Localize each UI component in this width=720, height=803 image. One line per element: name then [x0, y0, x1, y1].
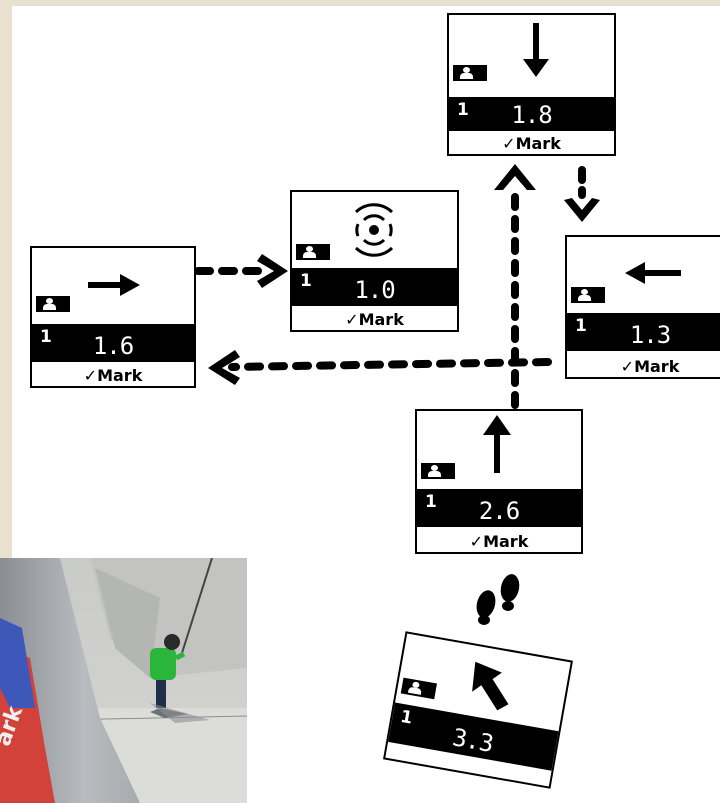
distance-value: 2.6: [478, 497, 520, 525]
distance-bar: 1 2.6: [417, 489, 581, 527]
arrowhead-right: [257, 254, 288, 288]
distance-bar: 1 1.6: [32, 324, 194, 362]
rescuer-photo: ark: [0, 558, 247, 803]
distance-bar: 1 1.8: [449, 97, 614, 131]
arrowhead-down: [564, 198, 600, 222]
mark-label: ✓Mark: [469, 532, 529, 551]
arrow-down-icon: [523, 23, 549, 77]
person-icon: [571, 287, 605, 303]
rescuer-scene-image: ark: [0, 558, 247, 803]
arrowhead-up: [494, 164, 536, 190]
arrow-left-icon: [625, 262, 681, 284]
transceiver-screen-4: 1 1.3 ✓Mark: [565, 235, 720, 379]
frame-top: [0, 0, 720, 6]
person-icon: [421, 463, 455, 479]
person-icon: [296, 244, 330, 260]
footprints-icon: [476, 574, 520, 625]
person-icon: [453, 65, 487, 81]
target-icon: [354, 203, 394, 257]
transceiver-screen-2: 1 1.0 ✓Mark: [290, 190, 459, 332]
arrow-up-left-icon: [472, 661, 509, 711]
distance-value: 1.3: [629, 321, 671, 349]
person-index: 1: [575, 316, 587, 336]
distance-bar: 1 1.3: [567, 313, 720, 351]
transceiver-screen-1: 1 1.8 ✓Mark: [447, 13, 616, 156]
person-icon: [36, 296, 70, 312]
transceiver-screen-5: 1 2.6 ✓Mark: [415, 409, 583, 554]
distance-value: 1.8: [511, 101, 552, 129]
transceiver-screen-3: 1 1.6 ✓Mark: [30, 246, 196, 388]
distance-value: 1.0: [354, 276, 395, 304]
mark-label: ✓Mark: [620, 357, 680, 376]
person-index: 1: [40, 327, 52, 347]
arrowhead-left: [208, 350, 240, 385]
distance-value: 1.6: [92, 332, 134, 360]
person-index: 1: [457, 100, 469, 120]
arrow-right-icon: [88, 274, 140, 296]
person-index: 1: [300, 271, 312, 291]
mark-label: ✓Mark: [345, 310, 404, 329]
transceiver-screen-6: 1 3.3: [383, 631, 573, 789]
mark-label: ✓Mark: [83, 366, 143, 385]
distance-bar: 1 1.0: [292, 268, 457, 306]
mark-label: ✓Mark: [502, 134, 561, 153]
path-left-dashed: [228, 358, 552, 371]
arrow-up-icon: [483, 415, 511, 473]
person-index: 1: [425, 492, 437, 512]
